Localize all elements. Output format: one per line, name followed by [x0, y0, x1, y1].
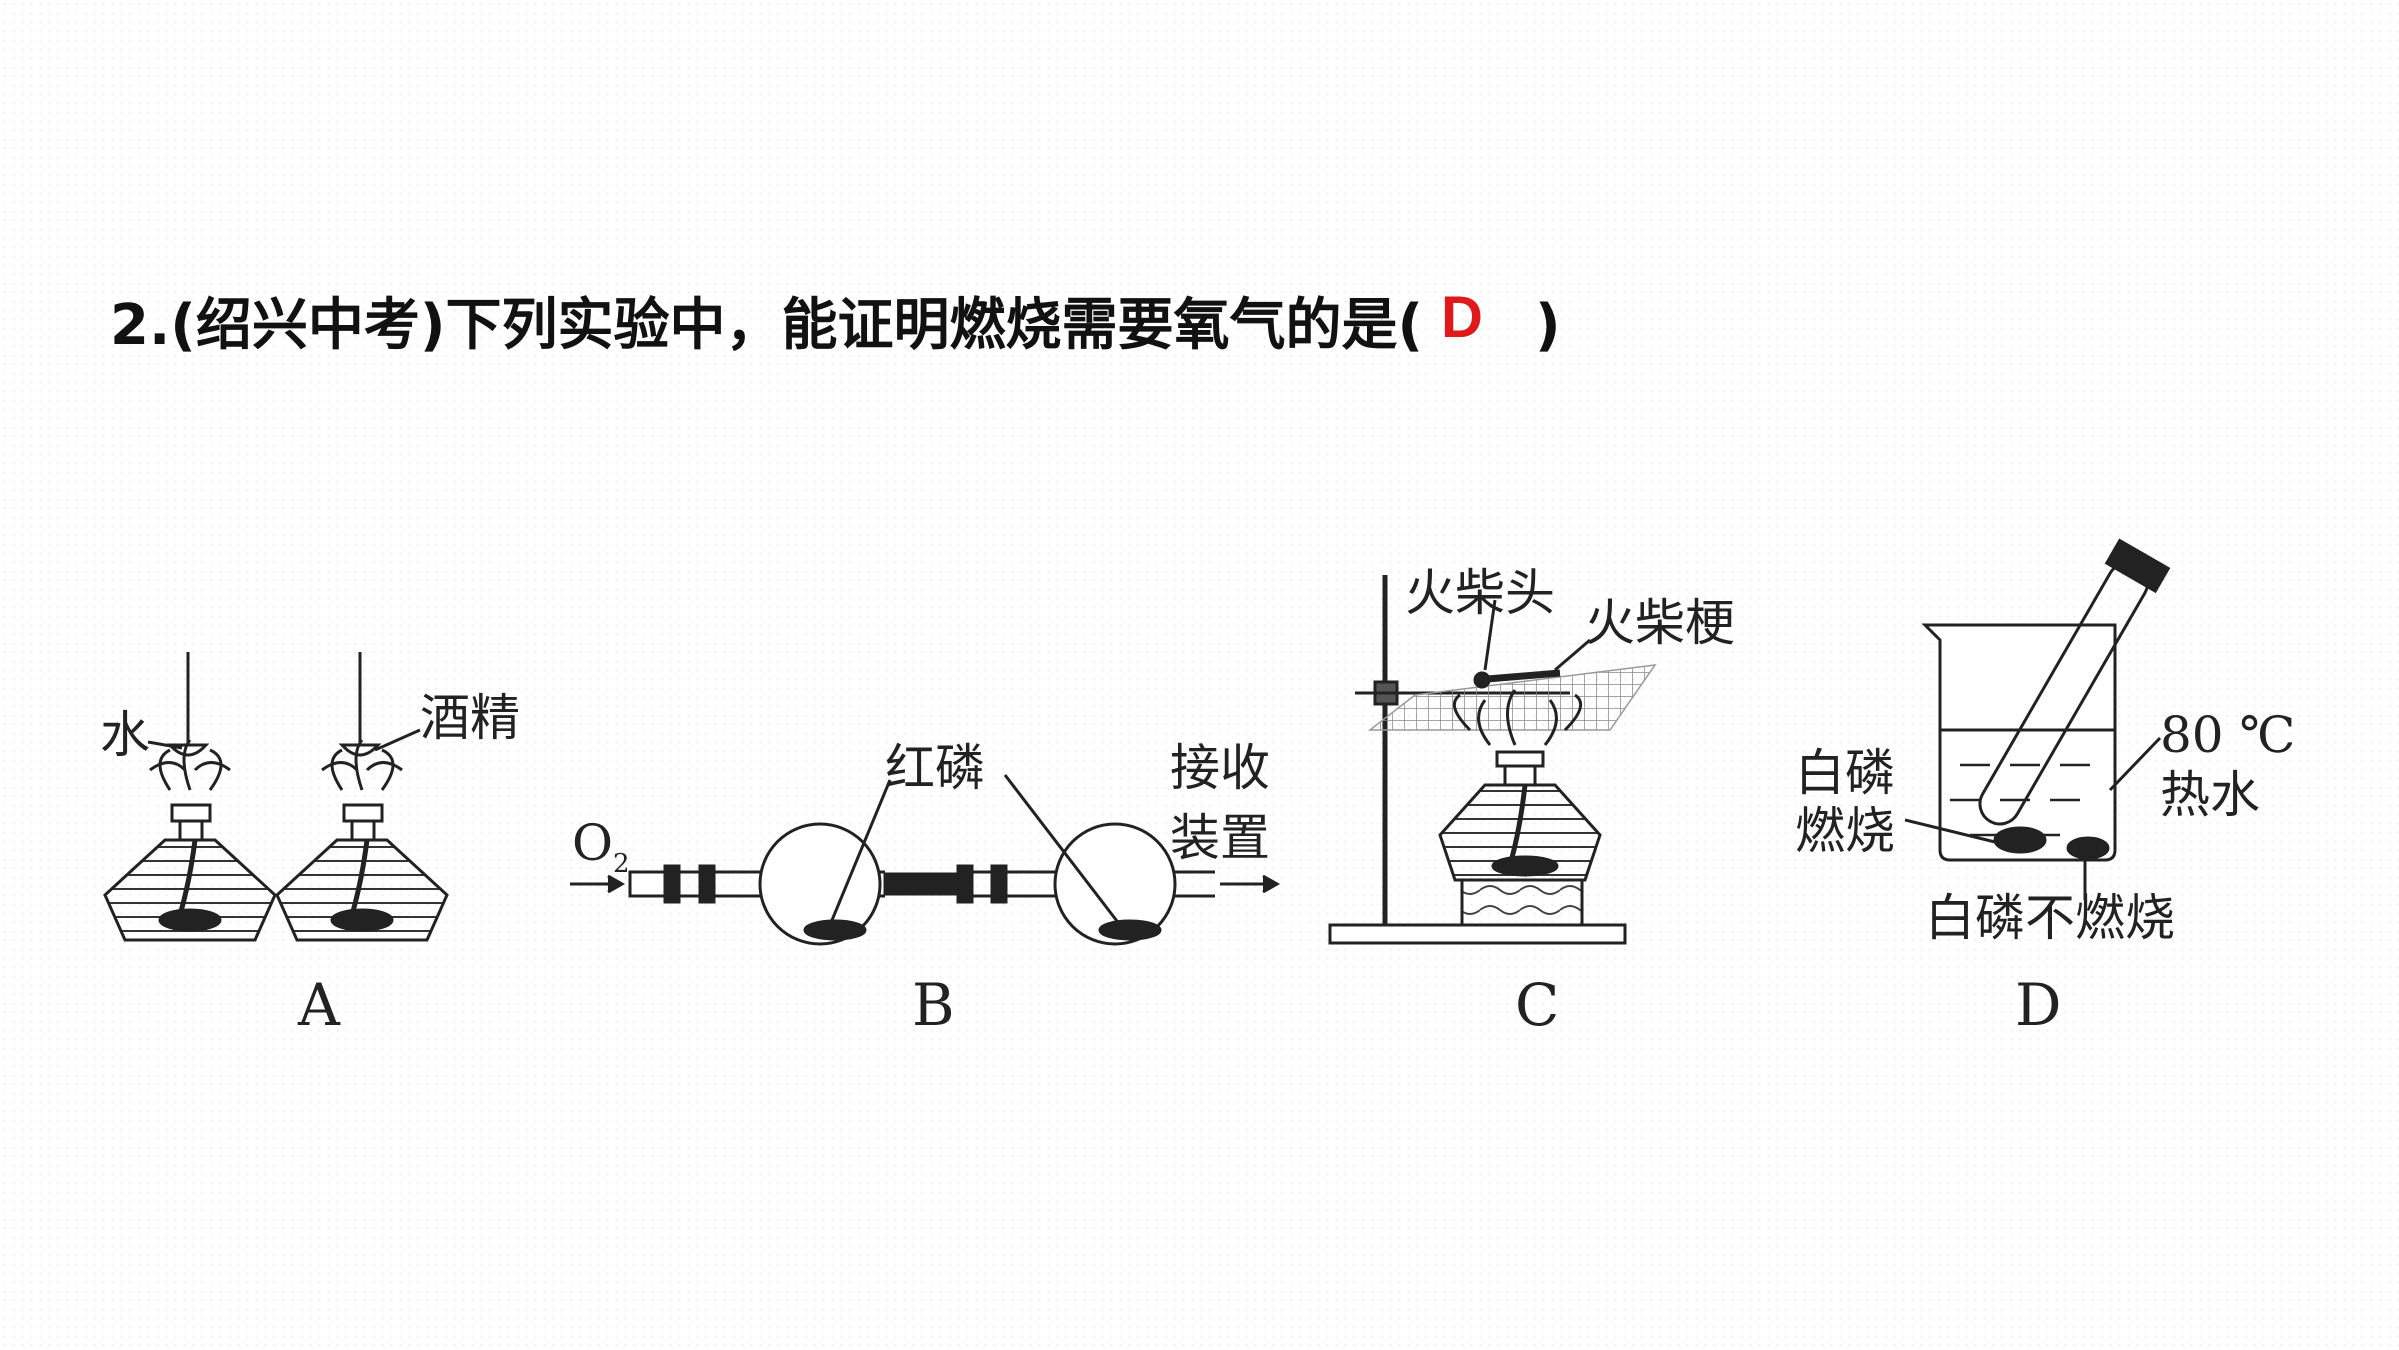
- label-alcohol: 酒精: [420, 689, 520, 747]
- panel-c: [1328, 575, 1657, 945]
- question-number: 2.: [110, 293, 171, 358]
- alcohol-lamp-alcohol: [275, 652, 449, 942]
- alcohol-lamp-water: [103, 652, 277, 942]
- wood-block: [1460, 878, 1584, 927]
- caption-c: C: [1515, 971, 1559, 1039]
- question-source: (绍兴中考): [170, 293, 446, 358]
- label-hot-water: 热水: [2160, 766, 2260, 824]
- question-stem: 下列实验中，能证明燃烧需要氧气的是(: [445, 293, 1424, 358]
- label-white-p-no-burn: 白磷不燃烧: [1925, 889, 2175, 947]
- match-head: [1473, 671, 1491, 689]
- panel-b: [570, 774, 1281, 946]
- label-water: 水: [100, 706, 150, 764]
- label-white-p-burn-line1: 白磷: [1795, 744, 1895, 802]
- label-o2: O2: [572, 814, 630, 879]
- label-red-phosphorus: 红磷: [885, 739, 985, 797]
- bulb-right: [1053, 822, 1177, 946]
- label-match-stick: 火柴梗: [1585, 594, 1735, 652]
- label-match-head: 火柴头: [1405, 564, 1555, 622]
- match-leader-lines: [1483, 599, 1591, 672]
- caption-b: B: [912, 971, 955, 1039]
- bulb-left: [758, 822, 882, 946]
- answer-blank: D: [1423, 285, 1535, 362]
- caption-d: D: [2015, 971, 2062, 1039]
- panel-d: [1904, 538, 2171, 900]
- answer-text: D: [1441, 285, 1483, 350]
- connector-tube: [883, 872, 962, 896]
- label-receiver-line2: 装置: [1170, 809, 1270, 867]
- stand-base: [1328, 923, 1627, 945]
- label-temperature: 80 ℃: [2160, 706, 2295, 764]
- wire-gauze: [1367, 664, 1657, 731]
- label-receiver-line1: 接收: [1170, 739, 1270, 797]
- water-leader-line: [147, 740, 183, 750]
- red-p-leader-lines: [828, 774, 1122, 926]
- alcohol-leader-line: [374, 728, 421, 752]
- white-phosphorus-in-water: [2066, 836, 2110, 860]
- caption-a: A: [297, 971, 341, 1039]
- close-paren: ): [1535, 293, 1561, 358]
- d-leader-lines: [1904, 736, 2162, 900]
- white-phosphorus-in-tube: [1993, 826, 2047, 854]
- question-line: 2.(绍兴中考)下列实验中，能证明燃烧需要氧气的是( D): [110, 285, 1561, 362]
- panel-a: [103, 652, 449, 942]
- label-white-p-burn-line2: 燃烧: [1795, 802, 1895, 860]
- beaker: [1921, 623, 2117, 862]
- test-tube: [1978, 538, 2171, 826]
